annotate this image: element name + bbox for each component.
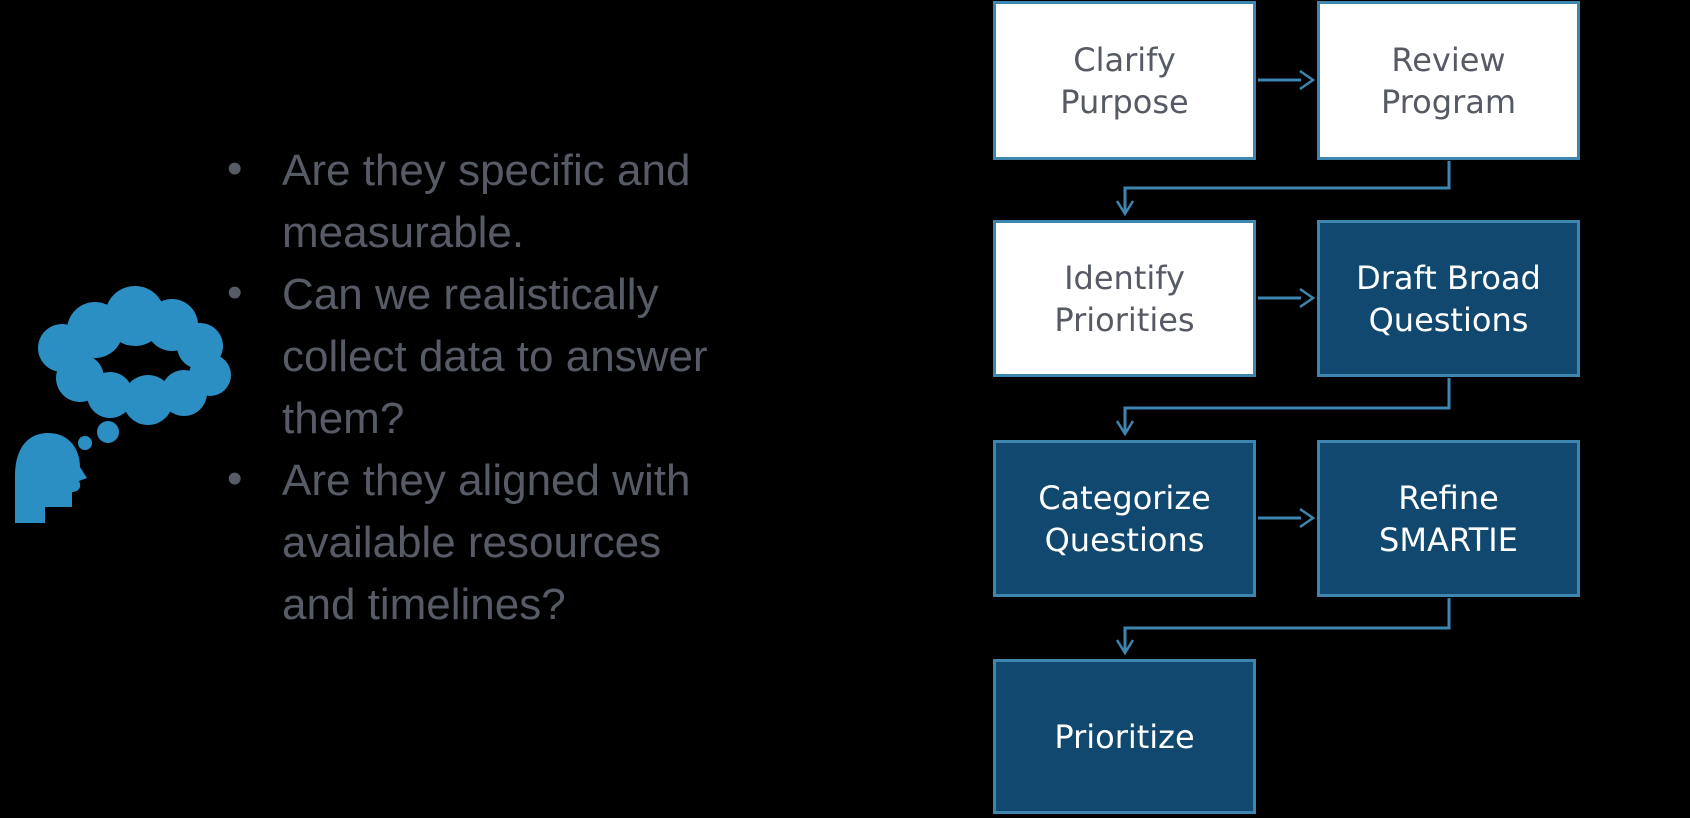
arrowhead-right-icon — [1299, 507, 1316, 529]
thinking-head-icon — [15, 286, 231, 523]
thinking-head-shape — [15, 286, 231, 523]
bullet-item: • Can we realistically collect data to a… — [227, 264, 827, 450]
bullet-text: Can we realistically collect data to ans… — [282, 270, 708, 443]
arrowhead-down-icon — [1115, 639, 1135, 656]
node-label: Draft Broad Questions — [1356, 258, 1541, 339]
arrowhead-right-icon — [1299, 287, 1316, 309]
arrowhead-right-icon — [1299, 69, 1316, 91]
arrowhead-down-icon — [1115, 200, 1135, 217]
flow-node-clarify-purpose: Clarify Purpose — [993, 1, 1256, 160]
node-label: Categorize Questions — [1038, 478, 1211, 559]
node-label: Identify Priorities — [1054, 258, 1195, 339]
bullet-text: Are they aligned with available resource… — [282, 456, 691, 629]
bullet-item: • Are they specific and measurable. — [227, 140, 827, 264]
flow-node-refine-smartie: Refine SMARTIE — [1317, 440, 1580, 597]
connector-refine-to-prioritize — [1123, 598, 1451, 651]
bullet-list: • Are they specific and measurable. • Ca… — [227, 140, 827, 636]
bullet-item: • Are they aligned with available resour… — [227, 450, 827, 636]
bullet-marker: • — [227, 144, 243, 193]
flow-node-identify-priorities: Identify Priorities — [993, 220, 1256, 377]
flow-node-prioritize: Prioritize — [993, 659, 1256, 814]
node-label: Refine SMARTIE — [1379, 478, 1518, 559]
bullet-marker: • — [227, 454, 243, 503]
node-label: Prioritize — [1054, 717, 1195, 756]
bullet-marker: • — [227, 268, 243, 317]
flow-node-categorize-questions: Categorize Questions — [993, 440, 1256, 597]
arrowhead-down-icon — [1115, 420, 1135, 437]
connector-draft-to-categorize — [1123, 378, 1451, 432]
bullet-text: Are they specific and measurable. — [282, 146, 691, 257]
flow-node-draft-broad-questions: Draft Broad Questions — [1317, 220, 1580, 377]
connector-review-to-identify — [1123, 161, 1451, 212]
node-label: Review Program — [1380, 40, 1516, 121]
node-label: Clarify Purpose — [1060, 40, 1189, 121]
flow-node-review-program: Review Program — [1317, 1, 1580, 160]
